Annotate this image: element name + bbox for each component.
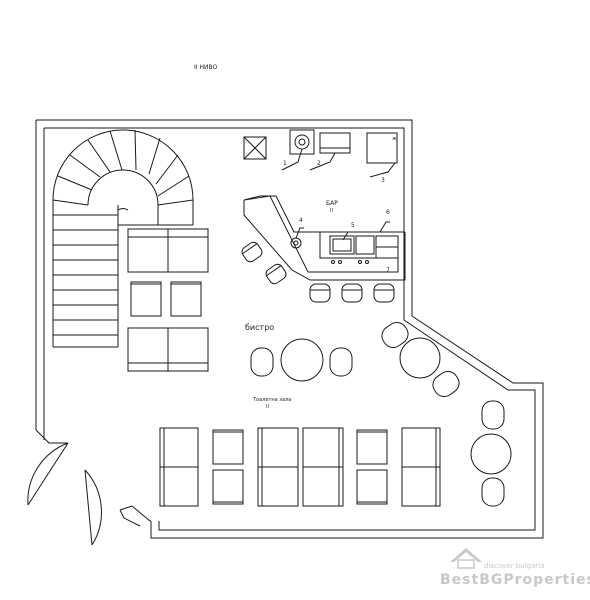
equipment-number-4: 4 <box>299 217 303 224</box>
spiral-staircase <box>52 129 194 348</box>
bar-counter <box>243 195 406 281</box>
equipment-number-5: 5 <box>351 222 355 229</box>
equipment-number-7: 7 <box>386 267 390 274</box>
toilet-label: Тоалетна зала <box>252 397 291 403</box>
bar-label: БАР <box>326 200 338 207</box>
watermark-tagline: discover bulgaria <box>484 562 544 570</box>
outer-walls <box>27 119 544 546</box>
bar-sub-label: II <box>330 208 333 214</box>
equipment-number-6: 6 <box>386 209 390 216</box>
corner-mark-icon: ж <box>392 136 397 142</box>
equipment-number-2: 2 <box>317 160 321 167</box>
bar-stools <box>241 241 395 303</box>
bistro-tables <box>250 321 512 507</box>
watermark: discover bulgaria BestBGProperties <box>440 548 590 588</box>
watermark-brand: BestBGProperties <box>440 572 590 588</box>
top-equipment: ж <box>243 129 398 178</box>
toilet-sub-label: II <box>266 404 269 410</box>
house-logo-icon <box>450 548 482 569</box>
bottom-seating <box>159 427 441 507</box>
equipment-number-1: 1 <box>283 160 287 167</box>
bistro-label: бистро <box>245 323 274 332</box>
left-seating <box>127 228 209 372</box>
equipment-number-3: 3 <box>381 177 385 184</box>
level-title: II НИВО <box>194 64 218 71</box>
